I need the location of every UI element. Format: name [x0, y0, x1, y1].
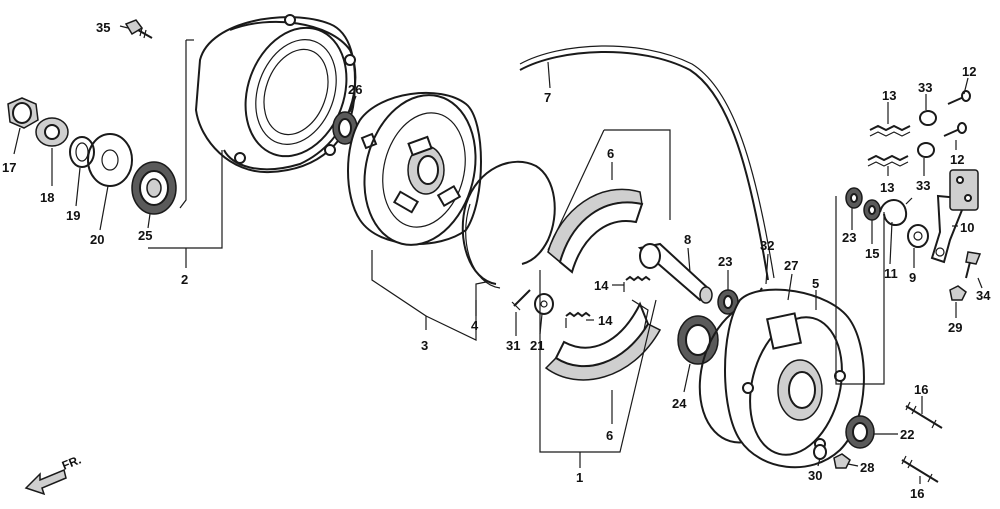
callout-1: 1: [576, 470, 583, 485]
callout-16-upper: 16: [914, 382, 928, 397]
collar-33-lower: [917, 142, 935, 158]
washer-20: [87, 133, 133, 187]
callout-35: 35: [96, 20, 110, 35]
callout-22: 22: [900, 427, 914, 442]
callout-14-upper: 14: [594, 278, 609, 293]
callout-labels: 35 17 18 19 20 25 2 26 3 4 7 6 14 14 31 …: [2, 20, 991, 501]
callout-15: 15: [865, 246, 879, 261]
bolt-34: [965, 251, 982, 279]
callout-30: 30: [808, 468, 822, 483]
callout-13-upper: 13: [882, 88, 896, 103]
callout-26: 26: [348, 82, 362, 97]
brake-shoe-lower: [544, 299, 662, 381]
callout-13-lower: 13: [880, 180, 894, 195]
bolt-28: [833, 453, 851, 469]
callout-33-lower: 33: [916, 178, 930, 193]
spring-14-lower: [565, 311, 591, 328]
washer-21: [534, 293, 554, 315]
seal-22: [845, 415, 875, 449]
brake-shoe-upper: [547, 188, 644, 274]
callout-12-upper: 12: [962, 64, 976, 79]
callout-17: 17: [2, 160, 16, 175]
oil-seal-24: [677, 315, 719, 365]
spring-13-lower: [867, 154, 909, 167]
callout-25: 25: [138, 228, 152, 243]
joint-block-12: [949, 169, 979, 211]
brake-cam-shaft: [637, 242, 713, 304]
callout-12-lower: 12: [950, 152, 964, 167]
pin-31: [511, 289, 531, 311]
callout-8: 8: [684, 232, 691, 247]
brake-drum: [194, 14, 357, 174]
snap-ring: [461, 160, 556, 289]
spring-14-upper: [623, 275, 651, 292]
collar-33-upper: [919, 110, 937, 126]
callout-31: 31: [506, 338, 520, 353]
callout-2: 2: [181, 272, 188, 287]
collar-18: [35, 117, 69, 147]
callout-23-right: 23: [842, 230, 856, 245]
callout-14-lower: 14: [598, 313, 613, 328]
callout-29: 29: [948, 320, 962, 335]
indicator-plate-9: [907, 224, 929, 248]
callout-18: 18: [40, 190, 54, 205]
seal-15: [863, 199, 881, 221]
callout-16-lower: 16: [910, 486, 924, 501]
callout-34: 34: [976, 288, 991, 303]
callout-9: 9: [909, 270, 916, 285]
spring-13-upper: [869, 124, 911, 137]
callout-27: 27: [784, 258, 798, 273]
stud-16-upper: [905, 401, 943, 429]
callout-3: 3: [421, 338, 428, 353]
callout-32: 32: [760, 238, 774, 253]
callout-5: 5: [812, 276, 819, 291]
bearing-25: [131, 161, 177, 215]
leader-lines: [13, 25, 983, 484]
callout-10: 10: [960, 220, 974, 235]
callout-24: 24: [672, 396, 687, 411]
breather-tube: [519, 45, 775, 281]
joint-pin-12: [943, 90, 971, 137]
callout-6-upper: 6: [607, 146, 614, 161]
callout-33-upper: 33: [918, 80, 932, 95]
callout-7: 7: [544, 90, 551, 105]
callout-19: 19: [66, 208, 80, 223]
stud-16-lower: [901, 455, 939, 483]
callout-11: 11: [884, 266, 898, 281]
callout-20: 20: [90, 232, 104, 247]
callout-6-lower: 6: [606, 428, 613, 443]
brake-hub: [347, 92, 482, 246]
callout-21: 21: [530, 338, 544, 353]
callout-4: 4: [471, 318, 479, 333]
callout-28: 28: [860, 460, 874, 475]
seal-23-center: [717, 289, 739, 315]
spring-11: [879, 197, 913, 226]
seal-23-right: [845, 187, 863, 209]
callout-23-center: 23: [718, 254, 732, 269]
front-label: FR.: [60, 453, 83, 473]
seal-26: [332, 111, 358, 145]
brake-panel: [724, 288, 865, 469]
washer-30: [813, 444, 827, 460]
nut-17: [7, 97, 39, 129]
o-ring-19: [69, 136, 95, 168]
nut-29: [949, 285, 967, 301]
front-direction-arrow: FR.: [24, 453, 83, 496]
bolt-35: [124, 19, 153, 39]
